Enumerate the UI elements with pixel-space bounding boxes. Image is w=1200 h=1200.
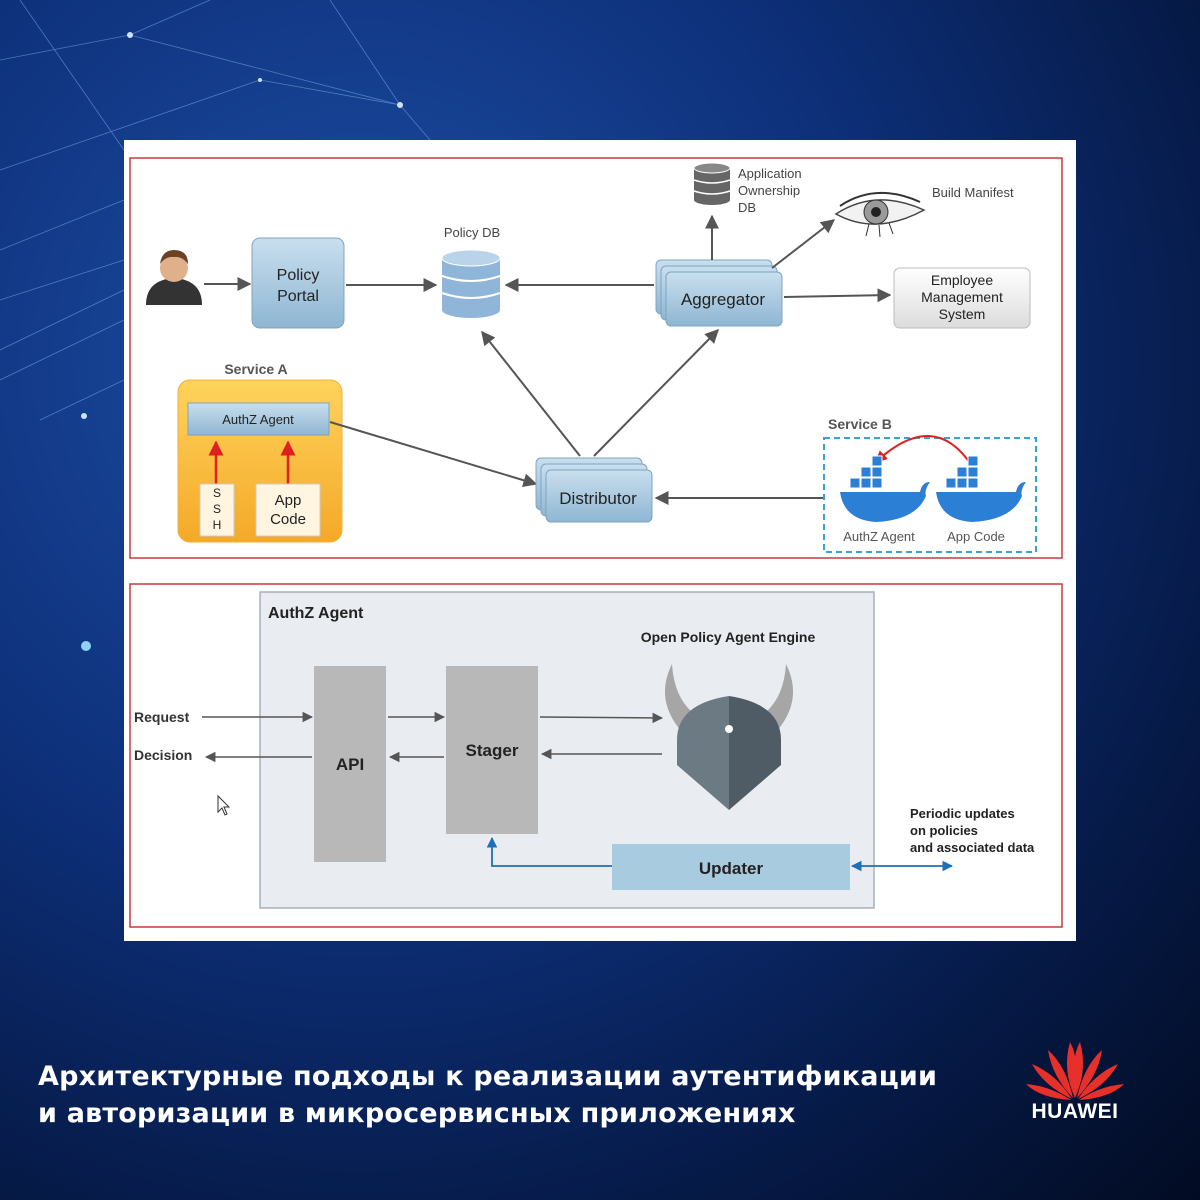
service-b-label: Service B xyxy=(828,416,892,432)
mouse-cursor-icon xyxy=(217,794,231,816)
aggregator-label: Aggregator xyxy=(681,290,765,309)
caption: Архитектурные подходы к реализации аутен… xyxy=(38,1058,998,1132)
employee-label-1: Employee xyxy=(931,272,993,288)
docker-whale-icon-agent xyxy=(840,455,930,522)
stager-block xyxy=(446,666,538,834)
authz-agent-a-box xyxy=(187,402,330,436)
policy-portal-label-1: Policy xyxy=(277,267,320,284)
decision-label: Decision xyxy=(134,747,192,763)
user-icon xyxy=(146,250,202,305)
ssh-label-3: H xyxy=(213,518,222,532)
eye-icon xyxy=(834,192,926,238)
docker-whale-icon-appcode xyxy=(936,455,1026,522)
service-a-box: AuthZ Agent S S H App Code xyxy=(177,379,343,543)
ssh-label-1: S xyxy=(213,486,221,500)
opa-helmet-icon xyxy=(664,664,794,810)
ssh-box xyxy=(199,483,235,537)
stager-label: Stager xyxy=(466,741,519,760)
policy-portal-box: Policy Portal xyxy=(251,237,345,329)
policy-db-label: Policy DB xyxy=(444,225,500,240)
service-a-label: Service A xyxy=(224,361,287,377)
brand-name: HUAWEI xyxy=(1031,1100,1119,1123)
bottom-diagram-frame xyxy=(129,583,1063,928)
architecture-diagram: Policy Portal Policy DB Application Owne… xyxy=(129,157,1063,928)
ownership-db-icon xyxy=(693,162,731,205)
request-label: Request xyxy=(134,709,190,725)
diagram-panel: Policy Portal Policy DB Application Owne… xyxy=(124,140,1076,941)
huawei-logo-icon xyxy=(1026,1042,1124,1100)
periodic-updates-label-1: Periodic updates xyxy=(910,806,1015,821)
arrow-stager-opa xyxy=(539,712,664,724)
updater-label: Updater xyxy=(699,859,764,878)
arrow-aggregator-manifest xyxy=(771,219,836,269)
opa-engine-label: Open Policy Agent Engine xyxy=(641,629,816,645)
arrow-updater-stager xyxy=(486,836,612,867)
authz-agent-b-label: AuthZ Agent xyxy=(843,529,915,544)
api-block xyxy=(314,666,386,862)
arrow-appcode-agent-b xyxy=(875,435,973,467)
periodic-updates-label-2: on policies xyxy=(910,823,978,838)
distributor-box: Distributor xyxy=(535,457,653,523)
policy-db-icon xyxy=(441,249,501,318)
arrow-distributor-db xyxy=(481,330,581,457)
caption-line-2: и авторизации в микросервисных приложени… xyxy=(38,1098,796,1129)
app-code-a-label-1: App xyxy=(275,492,302,509)
ssh-label-2: S xyxy=(213,502,221,516)
caption-line-1: Архитектурные подходы к реализации аутен… xyxy=(38,1061,938,1092)
service-b-box xyxy=(823,437,1037,553)
api-label: API xyxy=(336,755,364,774)
periodic-updates-label-3: and associated data xyxy=(910,840,1035,855)
aggregator-box: Aggregator xyxy=(655,259,783,327)
build-manifest-label: Build Manifest xyxy=(932,185,1014,200)
employee-management-box: Employee Management System xyxy=(893,267,1031,329)
ownership-db-label-2: Ownership xyxy=(738,183,800,198)
policy-portal-label-2: Portal xyxy=(277,288,319,305)
distributor-label: Distributor xyxy=(559,489,637,508)
app-code-b-label: App Code xyxy=(947,529,1005,544)
authz-agent-a-label: AuthZ Agent xyxy=(222,412,294,427)
employee-label-3: System xyxy=(939,306,986,322)
top-diagram-frame xyxy=(129,157,1063,559)
authz-agent-title: AuthZ Agent xyxy=(268,605,364,622)
updater-block xyxy=(612,844,850,890)
employee-label-2: Management xyxy=(921,289,1003,305)
arrow-agent-distributor xyxy=(329,421,538,488)
app-code-a-label-2: Code xyxy=(270,511,306,528)
app-code-a-box xyxy=(255,483,321,537)
ownership-db-label-1: Application xyxy=(738,166,802,181)
arrow-distributor-aggregator xyxy=(593,329,719,457)
ownership-db-label-3: DB xyxy=(738,200,756,215)
arrow-aggregator-employee xyxy=(783,288,892,303)
